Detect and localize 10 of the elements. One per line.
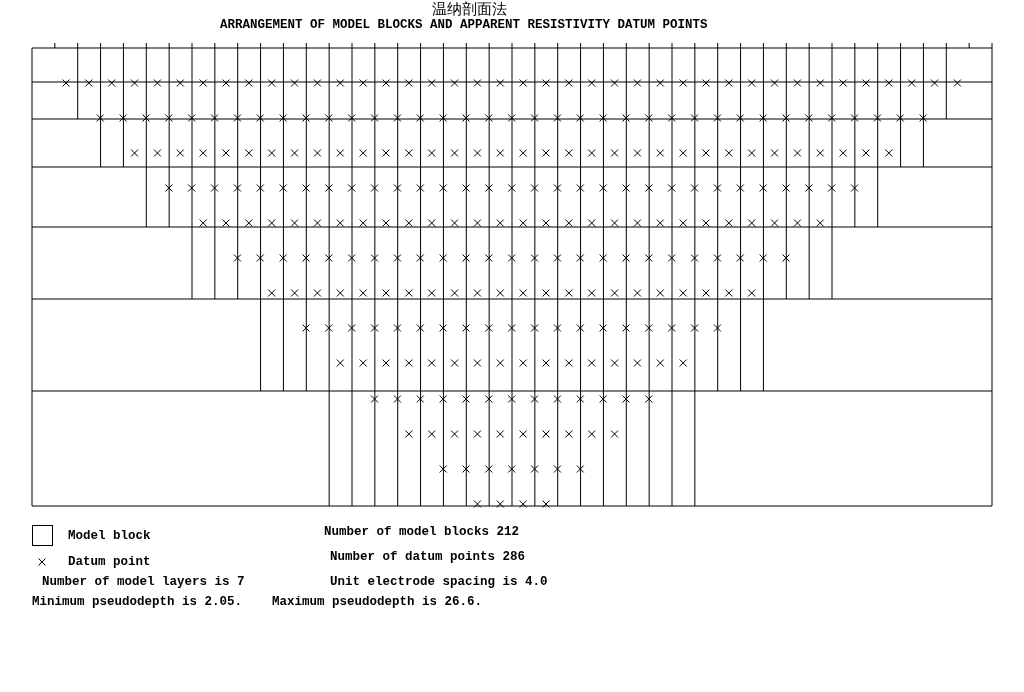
stat-text: Minimum pseudodepth is 2.05. bbox=[32, 595, 243, 609]
stat-text: Number of model layers is 7 bbox=[42, 575, 245, 589]
stat-text: Unit electrode spacing is 4.0 bbox=[330, 575, 548, 589]
stat-text: Number of model blocks 212 bbox=[324, 525, 520, 539]
legend-label: Datum point bbox=[68, 555, 151, 569]
stat-text: Number of datum points 286 bbox=[330, 550, 526, 564]
chart-heading: ARRANGEMENT OF MODEL BLOCKS AND APPARENT RESISTIVITY DATUM POINTS bbox=[220, 18, 708, 32]
chart-title: 温纳剖面法 bbox=[432, 0, 507, 18]
stat-text: Maximum pseudodepth is 26.6. bbox=[272, 595, 483, 609]
legend-label: Model block bbox=[68, 529, 151, 543]
